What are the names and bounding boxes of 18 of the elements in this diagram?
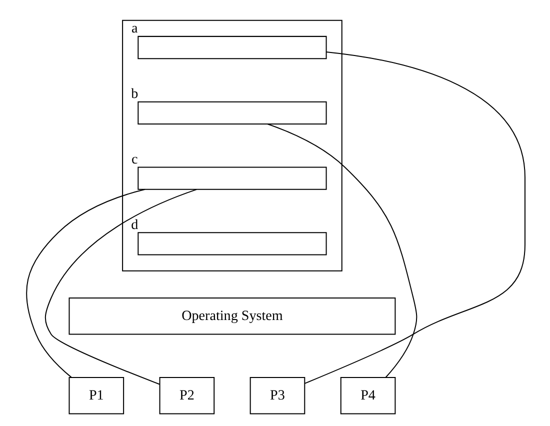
node-label: c bbox=[131, 151, 138, 168]
node-bar bbox=[137, 36, 326, 60]
connector bbox=[266, 124, 417, 378]
node-bar bbox=[137, 166, 326, 190]
node-box: Operating System bbox=[68, 298, 396, 335]
cluster bbox=[122, 20, 342, 272]
node-box: P3 bbox=[249, 376, 305, 414]
node-bar bbox=[137, 101, 326, 124]
node-box: P1 bbox=[68, 376, 124, 414]
node-bar bbox=[137, 232, 326, 256]
node-label: b bbox=[130, 86, 138, 102]
connector bbox=[44, 188, 196, 385]
connector bbox=[26, 188, 145, 378]
node-box: P4 bbox=[340, 376, 396, 414]
node-box: P2 bbox=[158, 376, 214, 414]
node-label: d bbox=[130, 216, 138, 233]
node-label: a bbox=[131, 20, 138, 37]
connector bbox=[304, 51, 525, 384]
